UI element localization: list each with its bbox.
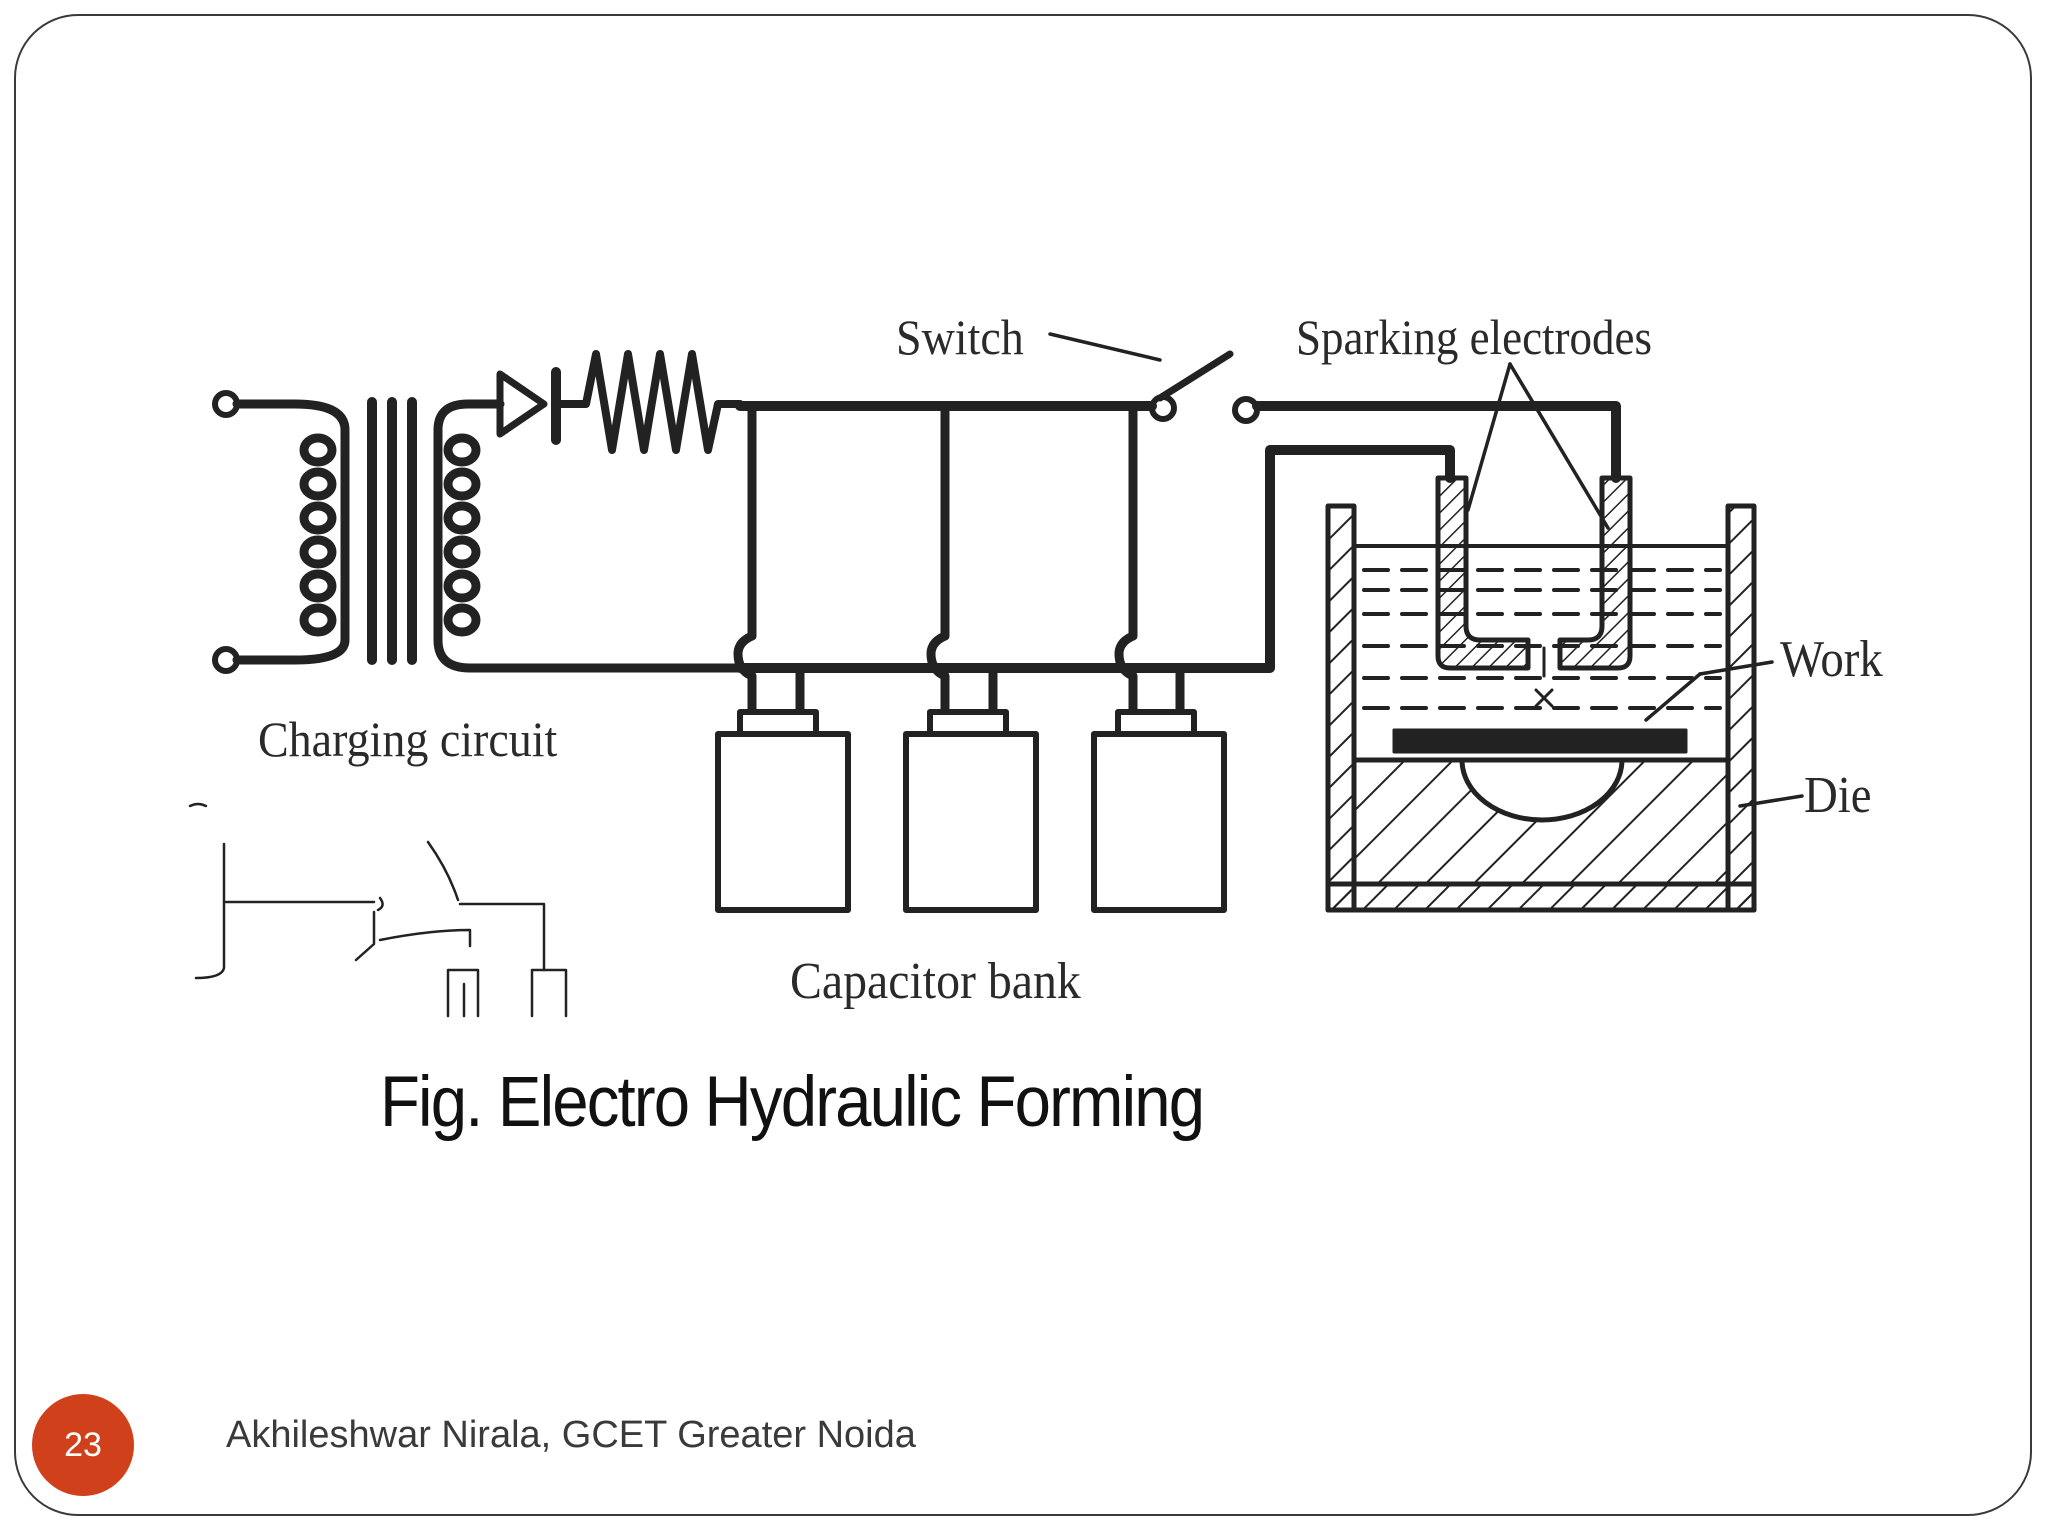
- tank: [1325, 503, 1757, 913]
- spark-gap: [1534, 646, 1554, 708]
- figure-caption: Fig. Electro Hydraulic Forming: [380, 1063, 1205, 1142]
- leader-lines: [1048, 332, 1804, 808]
- capacitor-3: [1091, 709, 1227, 913]
- footer-author: Akhileshwar Nirala, GCET Greater Noida: [226, 1414, 916, 1456]
- resistor: [552, 350, 744, 454]
- page-number-badge: 23: [32, 1394, 134, 1496]
- transformer-core: [367, 397, 417, 665]
- electrode-feed-right: [1252, 401, 1621, 483]
- label-sparking-electrodes: Sparking electrodes: [1296, 311, 1652, 366]
- sparking-electrode-left: [1435, 475, 1531, 671]
- transformer-primary: [232, 399, 350, 665]
- page-number: 23: [64, 1425, 102, 1464]
- work-piece: [1392, 728, 1688, 754]
- capacitor-1: [715, 709, 851, 913]
- sparking-electrode-right: [1557, 475, 1633, 671]
- label-die: Die: [1804, 766, 1872, 824]
- capacitor-leads: [733, 401, 1185, 717]
- die-block: [1351, 757, 1731, 887]
- label-work: Work: [1780, 630, 1883, 688]
- handwritten-sketch: [188, 802, 568, 1018]
- transformer-secondary: [433, 399, 745, 673]
- bottom-bus-wire: [735, 445, 1455, 673]
- label-switch: Switch: [896, 310, 1024, 365]
- liquid-medium: [1362, 568, 1722, 710]
- label-capacitor-bank: Capacitor bank: [790, 951, 1081, 1009]
- label-charging-circuit: Charging circuit: [258, 712, 558, 767]
- diode: [496, 367, 561, 445]
- capacitor-2: [903, 709, 1039, 913]
- switch-blade: [1156, 350, 1234, 402]
